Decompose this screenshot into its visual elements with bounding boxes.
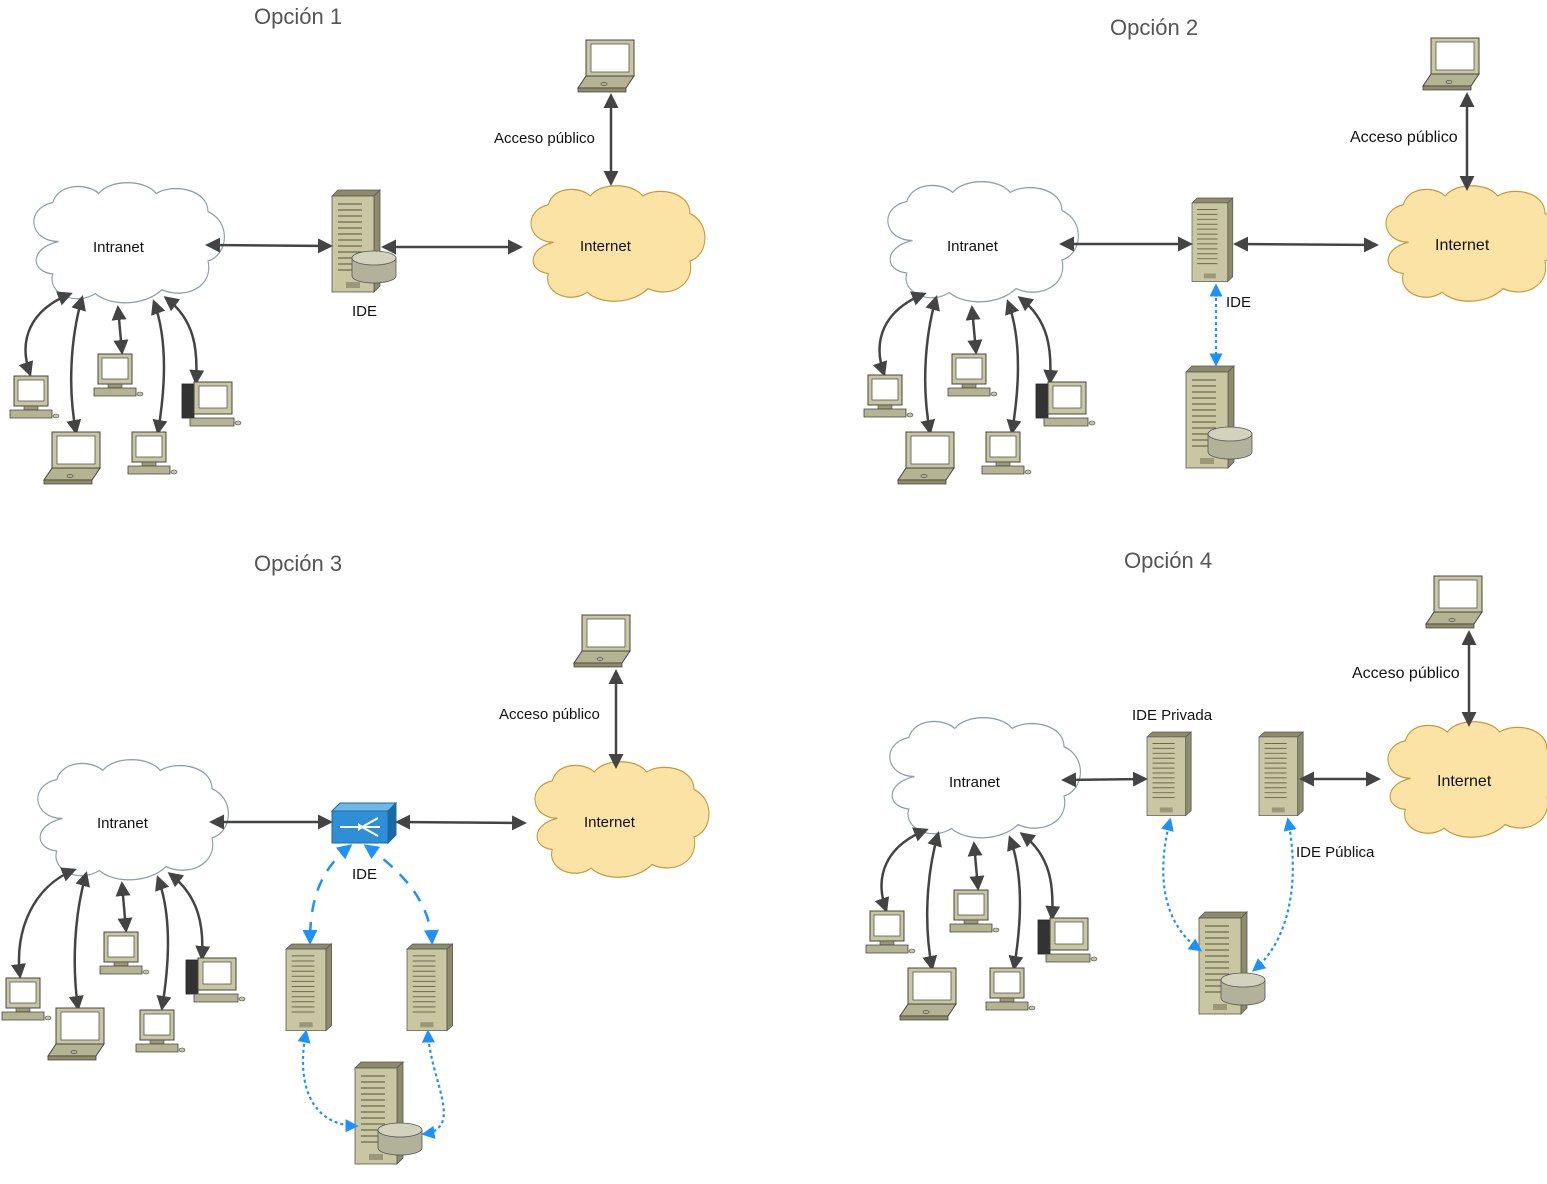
intranet-label: Intranet — [93, 239, 145, 256]
laptop-1 — [47, 1007, 105, 1061]
public-laptop — [1422, 37, 1480, 91]
public-laptop — [573, 614, 631, 668]
pc-1 — [863, 374, 914, 418]
ide-label: IDE — [352, 303, 377, 320]
pc-1 — [9, 375, 60, 419]
workstation-1 — [1037, 917, 1098, 963]
public-access-label: Acceso público — [494, 130, 595, 147]
public-laptop — [1425, 575, 1483, 629]
laptop-1 — [43, 431, 101, 485]
option-1-title: Opción 1 — [254, 4, 342, 29]
ide-label: IDE — [1226, 294, 1251, 311]
option-3-title: Opción 3 — [254, 551, 342, 576]
intranet-label: Intranet — [97, 815, 149, 832]
ide-database — [351, 250, 397, 284]
internet-label: Internet — [580, 238, 632, 255]
ide-public-server — [1258, 731, 1304, 817]
pc-2 — [947, 353, 998, 397]
public-access-label: Acceso público — [1350, 129, 1458, 146]
public-access-label: Acceso público — [1352, 665, 1460, 682]
ide-public-label: IDE Pública — [1296, 844, 1375, 861]
database — [377, 1122, 423, 1156]
pc-1 — [865, 910, 916, 954]
option-1: Opción 1 Intranet Internet IDE Acceso pú… — [9, 4, 706, 485]
server-right — [406, 943, 454, 1032]
ide-server — [1191, 197, 1234, 283]
pc-2 — [99, 931, 150, 975]
pc-3 — [985, 967, 1036, 1011]
database — [1220, 972, 1266, 1006]
laptop-1 — [897, 431, 955, 485]
pc-1 — [1, 977, 52, 1021]
public-access-label: Acceso público — [499, 706, 600, 723]
option-3: Opción 3 Intranet Internet IDE Acceso pú… — [1, 551, 710, 1165]
ide-private-label: IDE Privada — [1132, 707, 1213, 724]
ide-router — [331, 802, 397, 844]
internet-label: Internet — [1437, 773, 1492, 790]
intranet-label: Intranet — [947, 238, 999, 255]
pc-2 — [93, 353, 144, 397]
database — [1207, 426, 1253, 460]
server-left — [285, 943, 333, 1032]
pc-3 — [127, 431, 178, 475]
pc-3 — [135, 1009, 186, 1053]
intranet-label: Intranet — [949, 774, 1001, 791]
workstation-1 — [1035, 381, 1096, 427]
ide-label: IDE — [352, 866, 377, 883]
laptop-1 — [899, 967, 957, 1021]
pc-2 — [949, 889, 1000, 933]
internet-label: Internet — [584, 814, 636, 831]
option-2-title: Opción 2 — [1110, 15, 1198, 40]
workstation-1 — [181, 381, 242, 427]
ide-private-server — [1146, 731, 1192, 817]
option-4: Opción 4 Intranet Internet IDE Privada I… — [865, 548, 1547, 1021]
option-4-title: Opción 4 — [1124, 548, 1212, 573]
internet-label: Internet — [1435, 237, 1490, 254]
pc-3 — [981, 431, 1032, 475]
workstation-1 — [185, 957, 246, 1003]
option-2: Opción 2 Intranet Internet IDE Acceso pú… — [863, 15, 1547, 485]
public-laptop — [577, 39, 635, 93]
